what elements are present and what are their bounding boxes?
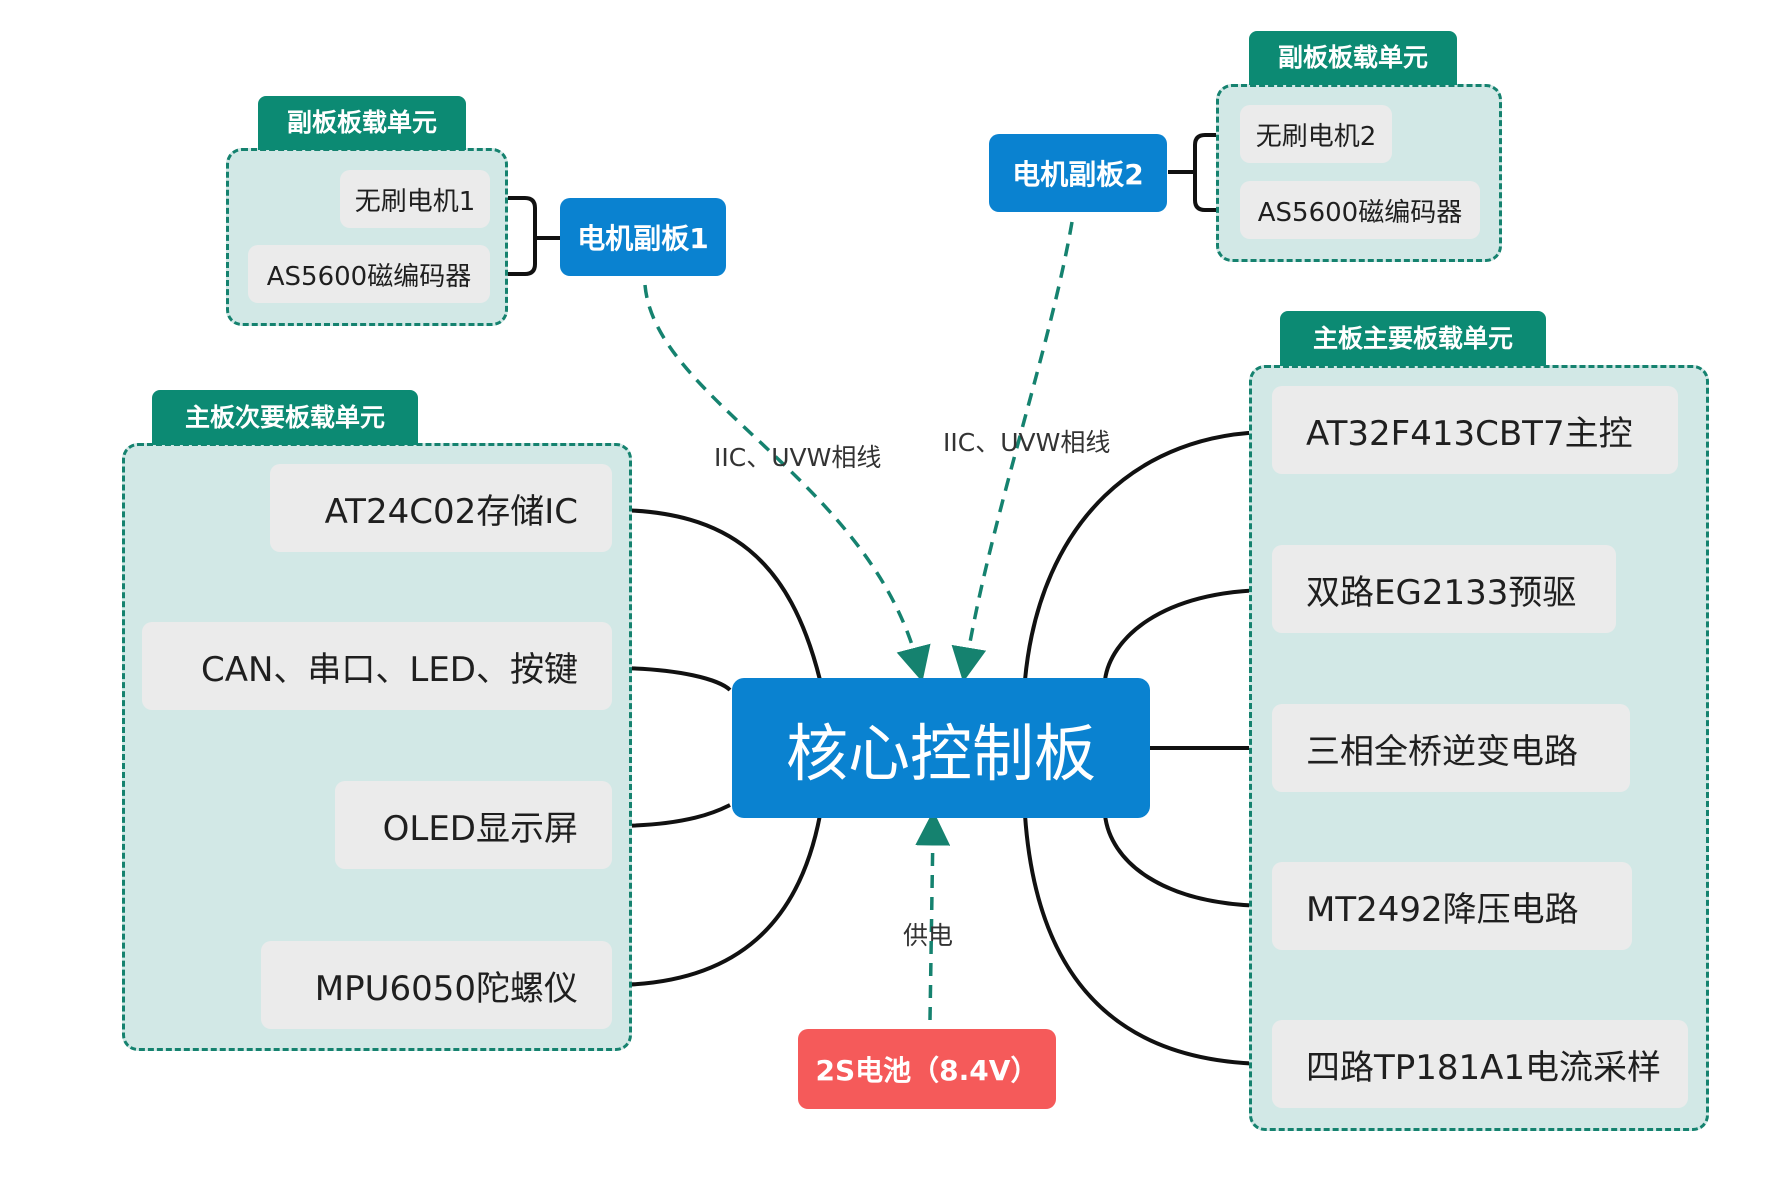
motor-board-2-group-title: 副板板载单元 [1249,31,1457,85]
secondary-item-can-serial-led-keys: CAN、串口、LED、按键 [142,622,612,710]
motor-board-2-node: 电机副板2 [989,134,1167,212]
dashed-link-motor-board-1 [643,284,931,682]
link-core-to-eg2133 [1103,588,1273,681]
motor-board-1-group-title: 副板板载单元 [258,96,466,150]
secondary-group-title: 主板次要板载单元 [152,390,418,445]
link-core-to-tp181a1 [1023,814,1273,1066]
link-core-to-at32 [1023,430,1273,681]
main-item-mt2492: MT2492降压电路 [1272,862,1632,950]
edge-label-power: 供电 [903,921,954,950]
secondary-item-oled: OLED显示屏 [335,781,612,869]
main-item-at32f413: AT32F413CBT7主控 [1272,386,1678,474]
bracket-motor-board-2 [1168,133,1240,212]
motor-board-1-item-bldc: 无刷电机1 [340,170,490,228]
secondary-item-mpu6050: MPU6050陀螺仪 [261,941,612,1029]
motor-board-2-item-encoder: AS5600磁编码器 [1240,181,1480,239]
motor-board-1-item-encoder: AS5600磁编码器 [248,245,490,303]
main-item-eg2133: 双路EG2133预驱 [1272,545,1616,633]
link-core-to-mpu6050 [611,814,822,987]
link-core-to-can-serial [611,666,732,692]
battery-node: 2S电池（8.4V） [798,1029,1056,1109]
dashed-link-battery [915,810,951,1021]
main-item-tp181a1: 四路TP181A1电流采样 [1272,1020,1688,1108]
bracket-motor-board-1 [490,196,560,276]
link-core-to-oled [611,803,731,828]
link-core-to-mt2492 [1103,814,1273,908]
motor-board-1-node: 电机副板1 [560,198,726,276]
main-item-inverter: 三相全桥逆变电路 [1272,704,1630,792]
edge-label-motor-board-2: IIC、UVW相线 [943,428,1111,457]
motor-board-2-item-bldc: 无刷电机2 [1240,105,1392,163]
dashed-link-motor-board-2 [951,221,1074,683]
core-control-board: 核心控制板 [732,678,1150,818]
edge-label-motor-board-1: IIC、UVW相线 [714,443,882,472]
secondary-item-at24c02: AT24C02存储IC [270,464,612,552]
link-core-to-at24c02 [611,508,822,681]
main-group-title: 主板主要板载单元 [1280,311,1546,366]
